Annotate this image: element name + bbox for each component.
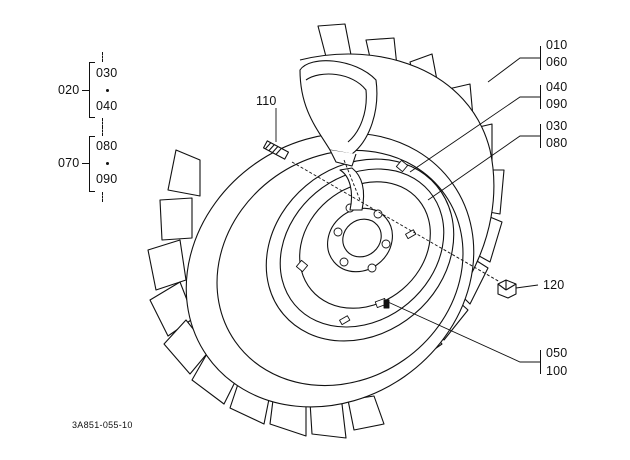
label-080: 080 <box>546 136 568 150</box>
group-020-dash-top <box>102 52 103 62</box>
group-070-part-a: 080 <box>96 139 118 153</box>
group-020-part-b: 040 <box>96 99 118 113</box>
group-020-dash-bottom <box>102 118 103 128</box>
group-020-brace <box>89 62 95 118</box>
callout-bracket-050-100 <box>540 350 541 374</box>
disc-holes <box>295 159 417 326</box>
rim-inner <box>279 168 445 328</box>
wheel-nut <box>497 279 517 299</box>
label-040: 040 <box>546 80 568 94</box>
label-060: 060 <box>546 55 568 69</box>
hub-inner <box>342 218 382 258</box>
drawing-code: 3A851-055-10 <box>72 420 133 430</box>
callout-bracket-010-060 <box>540 46 541 70</box>
label-090: 090 <box>546 97 568 111</box>
leader-lines <box>275 57 540 363</box>
label-030: 030 <box>546 119 568 133</box>
label-110: 110 <box>256 94 277 108</box>
label-100: 100 <box>546 364 568 378</box>
group-020-id: 020 <box>58 83 80 97</box>
hub-bolts <box>333 203 391 273</box>
group-020-and-dot <box>106 89 109 92</box>
group-070-dash-bottom <box>102 192 103 202</box>
group-070-tick <box>82 163 90 164</box>
label-120: 120 <box>543 278 565 292</box>
label-010: 010 <box>546 38 568 52</box>
callout-bracket-040-090 <box>540 85 541 109</box>
group-070-dash-top <box>102 126 103 136</box>
group-070-part-b: 090 <box>96 172 118 186</box>
group-070-and-dot <box>106 162 109 165</box>
group-070-brace <box>89 136 95 192</box>
stud-bolt <box>262 140 290 160</box>
group-020-tick <box>82 90 90 91</box>
label-050: 050 <box>546 346 568 360</box>
group-020-part-a: 030 <box>96 66 118 80</box>
callout-bracket-030-080 <box>540 124 541 148</box>
group-070-id: 070 <box>58 156 80 170</box>
